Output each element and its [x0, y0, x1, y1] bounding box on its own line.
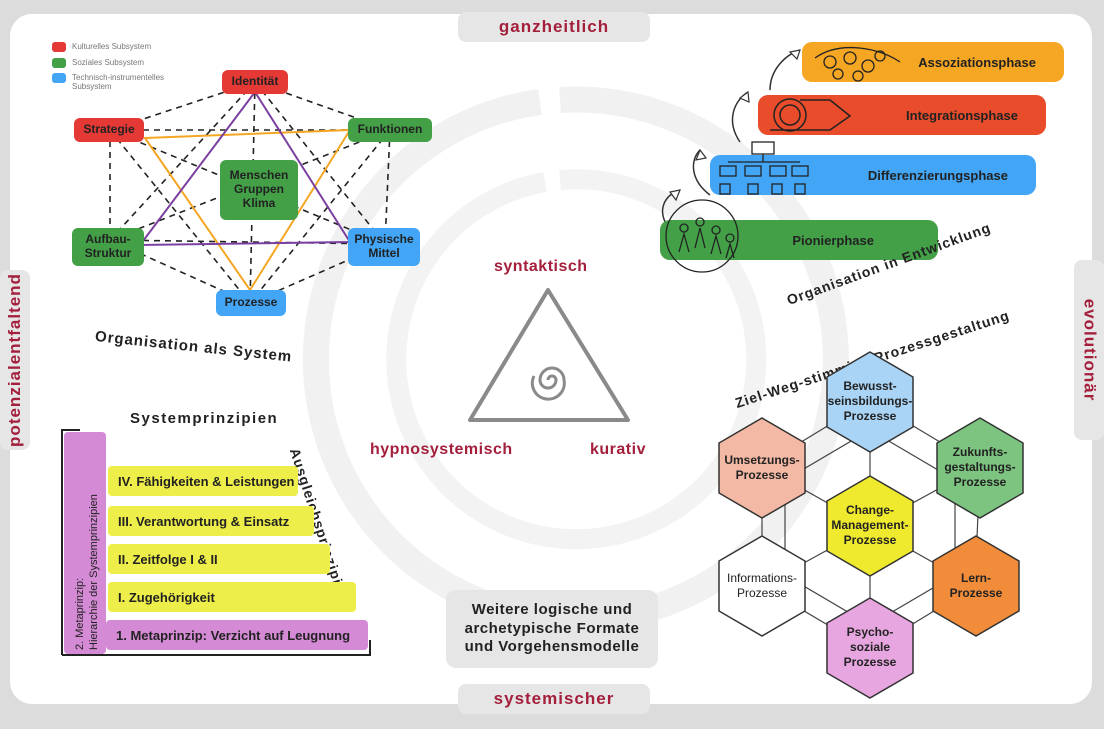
hex-line: soziale [850, 640, 890, 654]
legend-social: Soziales Subsystem [52, 58, 144, 68]
node-line: Gruppen [234, 182, 284, 197]
node-menschen-gruppen-klima: Menschen Gruppen Klima [220, 160, 298, 220]
center-triangle [468, 288, 630, 422]
node-aufbau-struktur: Aufbau- Struktur [72, 228, 144, 266]
principle-bar-i: I. Zugehörigkeit [108, 582, 356, 612]
hex-zukunft: Zukunfts- gestaltungs- Prozesse [936, 417, 1024, 519]
hex-line: Prozesse [736, 468, 789, 482]
center-top-label: syntaktisch [494, 258, 588, 275]
center-right-label: kurativ [590, 441, 646, 458]
hex-line: Prozesse [950, 586, 1003, 600]
edge-bottom-tab: systemischer [458, 684, 650, 714]
node-line: Mittel [368, 246, 400, 260]
center-spiral [530, 366, 566, 401]
hex-bewusstsein: Bewusst- seinsbildungs- Prozesse [826, 351, 914, 453]
hex-info: Informations- Prozesse [718, 535, 806, 637]
legend-label: Technisch-instrumentelles [72, 73, 165, 82]
legend-label: Kulturelles Subsystem [72, 42, 152, 51]
hex-line: Management- [831, 518, 908, 532]
hex-line: Prozesse [844, 655, 897, 669]
hex-line: Prozesse [844, 533, 897, 547]
legend-swatch-green [52, 58, 66, 68]
node-funktionen: Funktionen [348, 118, 432, 142]
edge-left-tab: potenzialentfaltend [0, 270, 30, 450]
meta-principle-vertical [64, 432, 106, 654]
legend-swatch-blue [52, 73, 66, 83]
principle-bar-ii: II. Zeitfolge I & II [108, 544, 330, 574]
hex-line: Prozesse [737, 586, 787, 600]
hex-line: Umsetzungs- [724, 453, 799, 467]
hex-line: seinsbildungs- [828, 394, 913, 408]
node-line: Physische [354, 232, 414, 247]
hex-line: Prozesse [954, 475, 1007, 489]
node-line: Struktur [84, 246, 132, 260]
meta-principle-bar: 1. Metaprinzip: Verzicht auf Leugnung [106, 620, 368, 650]
legend-label: Soziales Subsystem [72, 58, 145, 67]
hex-line: Bewusst- [843, 379, 896, 393]
principle-bar-iv: IV. Fähigkeiten & Leistungen [108, 466, 298, 496]
hex-lern: Lern- Prozesse [932, 535, 1020, 637]
formats-line: Weitere logische und [471, 600, 633, 618]
edge-bottom-label: systemischer [493, 689, 615, 708]
node-line: Klima [242, 195, 276, 210]
legend-cultural: Kulturelles Subsystem [52, 42, 151, 52]
hex-change: Change- Management- Prozesse [826, 475, 914, 577]
hex-line: Zukunfts- [953, 445, 1008, 459]
node-physische-mittel: Physische Mittel [348, 228, 420, 266]
center-left-label: hypnosystemisch [370, 441, 513, 458]
hex-line: Informations- [727, 571, 797, 585]
hex-line: Psycho- [847, 625, 894, 639]
node-strategie: Strategie [74, 118, 144, 142]
principle-bar-iii: III. Verantwortung & Einsatz [108, 506, 314, 536]
hex-line: gestaltungs- [944, 460, 1015, 474]
formats-box: Weitere logische und archetypische Forma… [446, 590, 658, 668]
node-line: Menschen [229, 168, 289, 183]
node-prozesse: Prozesse [216, 290, 286, 316]
hex-psycho: Psycho- soziale Prozesse [826, 597, 914, 699]
node-identitaet: Identität [222, 70, 288, 94]
formats-line: und Vorgehensmodelle [464, 638, 640, 656]
edge-top-label: ganzheitlich [498, 17, 610, 36]
edge-top-tab: ganzheitlich [458, 12, 650, 42]
legend-label: Subsystem [72, 82, 112, 91]
hex-line: Prozesse [844, 409, 897, 423]
principles-title: Systemprinzipien [130, 410, 279, 427]
hex-line: Lern- [961, 571, 991, 585]
node-line: Aufbau- [85, 232, 131, 247]
hex-umsetzung: Umsetzungs- Prozesse [718, 417, 806, 519]
legend-swatch-red [52, 42, 66, 52]
hex-line: Change- [846, 503, 894, 517]
formats-line: archetypische Formate [464, 619, 640, 637]
edge-right-tab: evolutionär [1074, 260, 1104, 440]
